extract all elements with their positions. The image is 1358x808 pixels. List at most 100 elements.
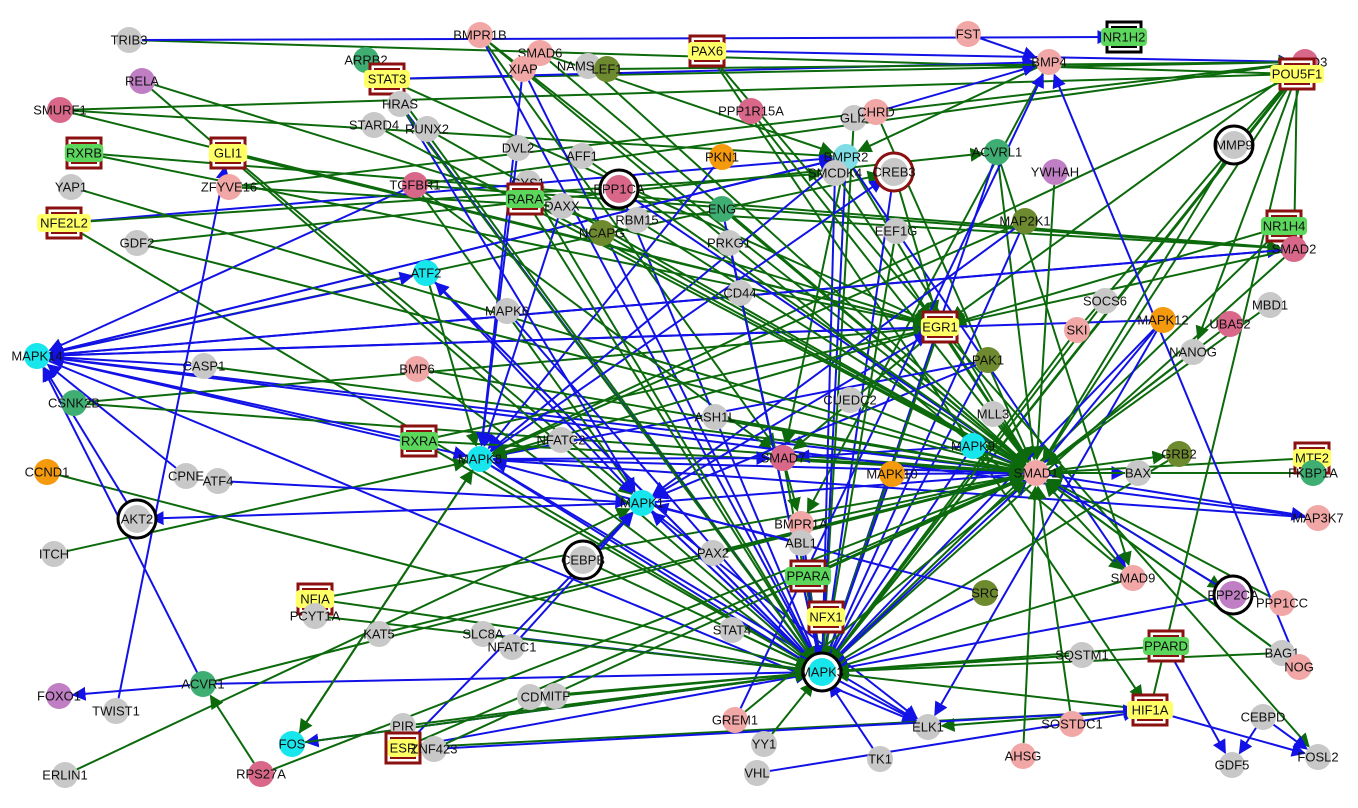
- node-hras[interactable]: HRAS: [382, 91, 418, 117]
- node-pax2[interactable]: PAX2: [697, 540, 729, 566]
- node-ppp1r15a[interactable]: PPP1R15A: [718, 98, 784, 124]
- node-fos[interactable]: FOS: [279, 731, 306, 757]
- node-xiap[interactable]: XIAP: [508, 56, 538, 82]
- node-cebpd[interactable]: CEBPD: [1241, 704, 1286, 730]
- node-rxrb[interactable]: RXRB: [64, 136, 104, 170]
- node-nr1h4[interactable]: NR1H4: [1261, 209, 1307, 243]
- node-mbd1[interactable]: MBD1: [1252, 292, 1288, 318]
- node-smad9[interactable]: SMAD9: [1111, 565, 1156, 591]
- node-nfatc2[interactable]: NFATC2: [537, 427, 586, 453]
- node-mapk9[interactable]: MAPK9: [951, 433, 995, 459]
- node-runx2[interactable]: RUNX2: [405, 116, 449, 142]
- node-bmp4[interactable]: BMP4: [1031, 49, 1067, 75]
- node-prkg1[interactable]: PRKG1: [707, 230, 751, 256]
- node-nfe2l2[interactable]: NFE2L2: [37, 206, 91, 240]
- node-rps27a[interactable]: RPS27A: [236, 761, 286, 787]
- node-gli1[interactable]: GLI1: [208, 136, 248, 170]
- node-stat3[interactable]: STAT3: [364, 62, 410, 96]
- node-twist1[interactable]: TWIST1: [92, 698, 140, 724]
- node-fst[interactable]: FST: [955, 21, 981, 47]
- node-sostdc1[interactable]: SOSTDC1: [1041, 711, 1103, 737]
- node-ahsg[interactable]: AHSG: [1005, 743, 1042, 769]
- node-ppara[interactable]: PPARA: [785, 559, 831, 593]
- node-nog[interactable]: NOG: [1284, 654, 1314, 680]
- node-rxra[interactable]: RXRA: [399, 424, 439, 458]
- node-grem1[interactable]: GREM1: [712, 707, 758, 733]
- node-grb2[interactable]: GRB2: [1161, 441, 1197, 467]
- node-rela[interactable]: RELA: [125, 68, 159, 94]
- node-egr1[interactable]: EGR1: [920, 310, 960, 344]
- node-chrd[interactable]: CHRD: [857, 99, 895, 125]
- node-csnk2b[interactable]: CSNK2B: [48, 390, 100, 416]
- node-atf4[interactable]: ATF4: [203, 468, 234, 494]
- node-gdf2[interactable]: GDF2: [120, 230, 155, 256]
- node-rara[interactable]: RARA: [505, 182, 545, 216]
- node-elk1[interactable]: ELK1: [912, 714, 944, 740]
- node-yap1[interactable]: YAP1: [55, 174, 87, 200]
- node-fosl2[interactable]: FOSL2: [1297, 744, 1339, 770]
- node-fkbp1a[interactable]: FKBP1A: [1288, 460, 1338, 486]
- node-itch[interactable]: ITCH: [39, 541, 69, 567]
- node-ppp2ca[interactable]: PPP2CA: [1207, 574, 1259, 616]
- node-stat4[interactable]: STAT4: [713, 617, 752, 643]
- node-bax[interactable]: BAX: [1125, 460, 1151, 486]
- node-rbm15[interactable]: RBM15: [615, 207, 659, 233]
- node-pou5f1[interactable]: POU5F1: [1270, 57, 1324, 91]
- node-daxx[interactable]: DAXX: [544, 193, 580, 219]
- node-creb3[interactable]: CREB3: [872, 151, 916, 193]
- node-smad1[interactable]: SMAD1: [1014, 460, 1059, 486]
- node-foxo1[interactable]: FOXO1: [37, 683, 81, 709]
- node-casp1[interactable]: CASP1: [183, 353, 226, 379]
- node-bmp6[interactable]: BMP6: [399, 356, 435, 382]
- node-gli2[interactable]: GLI2: [840, 105, 868, 131]
- node-trib3[interactable]: TRIB3: [111, 27, 148, 53]
- node-smurf1[interactable]: SMURF1: [33, 97, 87, 123]
- node-ash1l[interactable]: ASH1L: [694, 404, 736, 430]
- node-bmpr1a[interactable]: BMPR1A: [774, 511, 828, 537]
- node-mapk8[interactable]: MAPK8: [458, 446, 502, 472]
- node-acvr1[interactable]: ACVR1: [181, 671, 225, 697]
- node-nfx1[interactable]: NFX1: [806, 600, 846, 634]
- node-sqstm1[interactable]: SQSTM1: [1055, 642, 1109, 668]
- node-ncapg[interactable]: NCAPG: [579, 220, 625, 246]
- node-zfyve16[interactable]: ZFYVE16: [201, 174, 257, 200]
- node-mll3[interactable]: MLL3: [977, 401, 1010, 427]
- node-lef1[interactable]: LEF1: [591, 56, 623, 82]
- node-yy1[interactable]: YY1: [751, 731, 777, 757]
- node-mitf[interactable]: MITF: [540, 683, 570, 709]
- node-ywhah[interactable]: YWHAH: [1031, 159, 1079, 185]
- node-nfia[interactable]: NFIA: [295, 582, 335, 616]
- node-mapk1[interactable]: MAPK1: [620, 490, 664, 516]
- node-mapk14[interactable]: MAPK14: [11, 343, 63, 369]
- node-map2k1[interactable]: MAP2K1: [999, 208, 1051, 234]
- node-tk1[interactable]: TK1: [867, 746, 893, 772]
- node-pak1[interactable]: PAK1: [972, 347, 1004, 373]
- node-src[interactable]: SRC: [971, 580, 999, 606]
- node-esr[interactable]: ESR: [384, 731, 422, 765]
- node-ppp1cc[interactable]: PPP1CC: [1256, 590, 1308, 616]
- node-cebpb[interactable]: CEBPB: [561, 539, 605, 581]
- node-kat5[interactable]: KAT5: [363, 621, 395, 647]
- node-pcyt1a[interactable]: PCYT1A: [290, 603, 341, 629]
- node-aff1[interactable]: AFF1: [566, 143, 598, 169]
- node-uba52[interactable]: UBA52: [1209, 311, 1251, 337]
- node-ski[interactable]: SKI: [1064, 317, 1090, 343]
- node-smad7[interactable]: SMAD7: [761, 445, 806, 471]
- node-cuedc2[interactable]: CUEDC2: [823, 387, 877, 413]
- node-akt2[interactable]: AKT2: [116, 498, 158, 540]
- node-nfatc1[interactable]: NFATC1: [488, 634, 537, 660]
- node-slc8a[interactable]: SLC8A: [462, 621, 504, 647]
- node-mapk12[interactable]: MAPK12: [1137, 307, 1189, 333]
- node-ccnd1[interactable]: CCND1: [25, 459, 70, 485]
- node-znf423[interactable]: ZNF423: [411, 736, 458, 762]
- node-atf2[interactable]: ATF2: [411, 260, 442, 286]
- node-abl1[interactable]: ABL1: [785, 530, 817, 556]
- node-cd44[interactable]: CD44: [723, 280, 757, 306]
- node-pkn1[interactable]: PKN1: [705, 144, 739, 170]
- node-ppard[interactable]: PPARD: [1143, 629, 1189, 663]
- node-erlin1[interactable]: ERLIN1: [42, 762, 88, 788]
- node-bmpr1b[interactable]: BMPR1B: [453, 22, 507, 48]
- node-ppp1ca[interactable]: PPP1CA: [593, 168, 645, 210]
- node-gdf5[interactable]: GDF5: [1215, 752, 1250, 778]
- node-mapk10[interactable]: MAPK10: [866, 461, 918, 487]
